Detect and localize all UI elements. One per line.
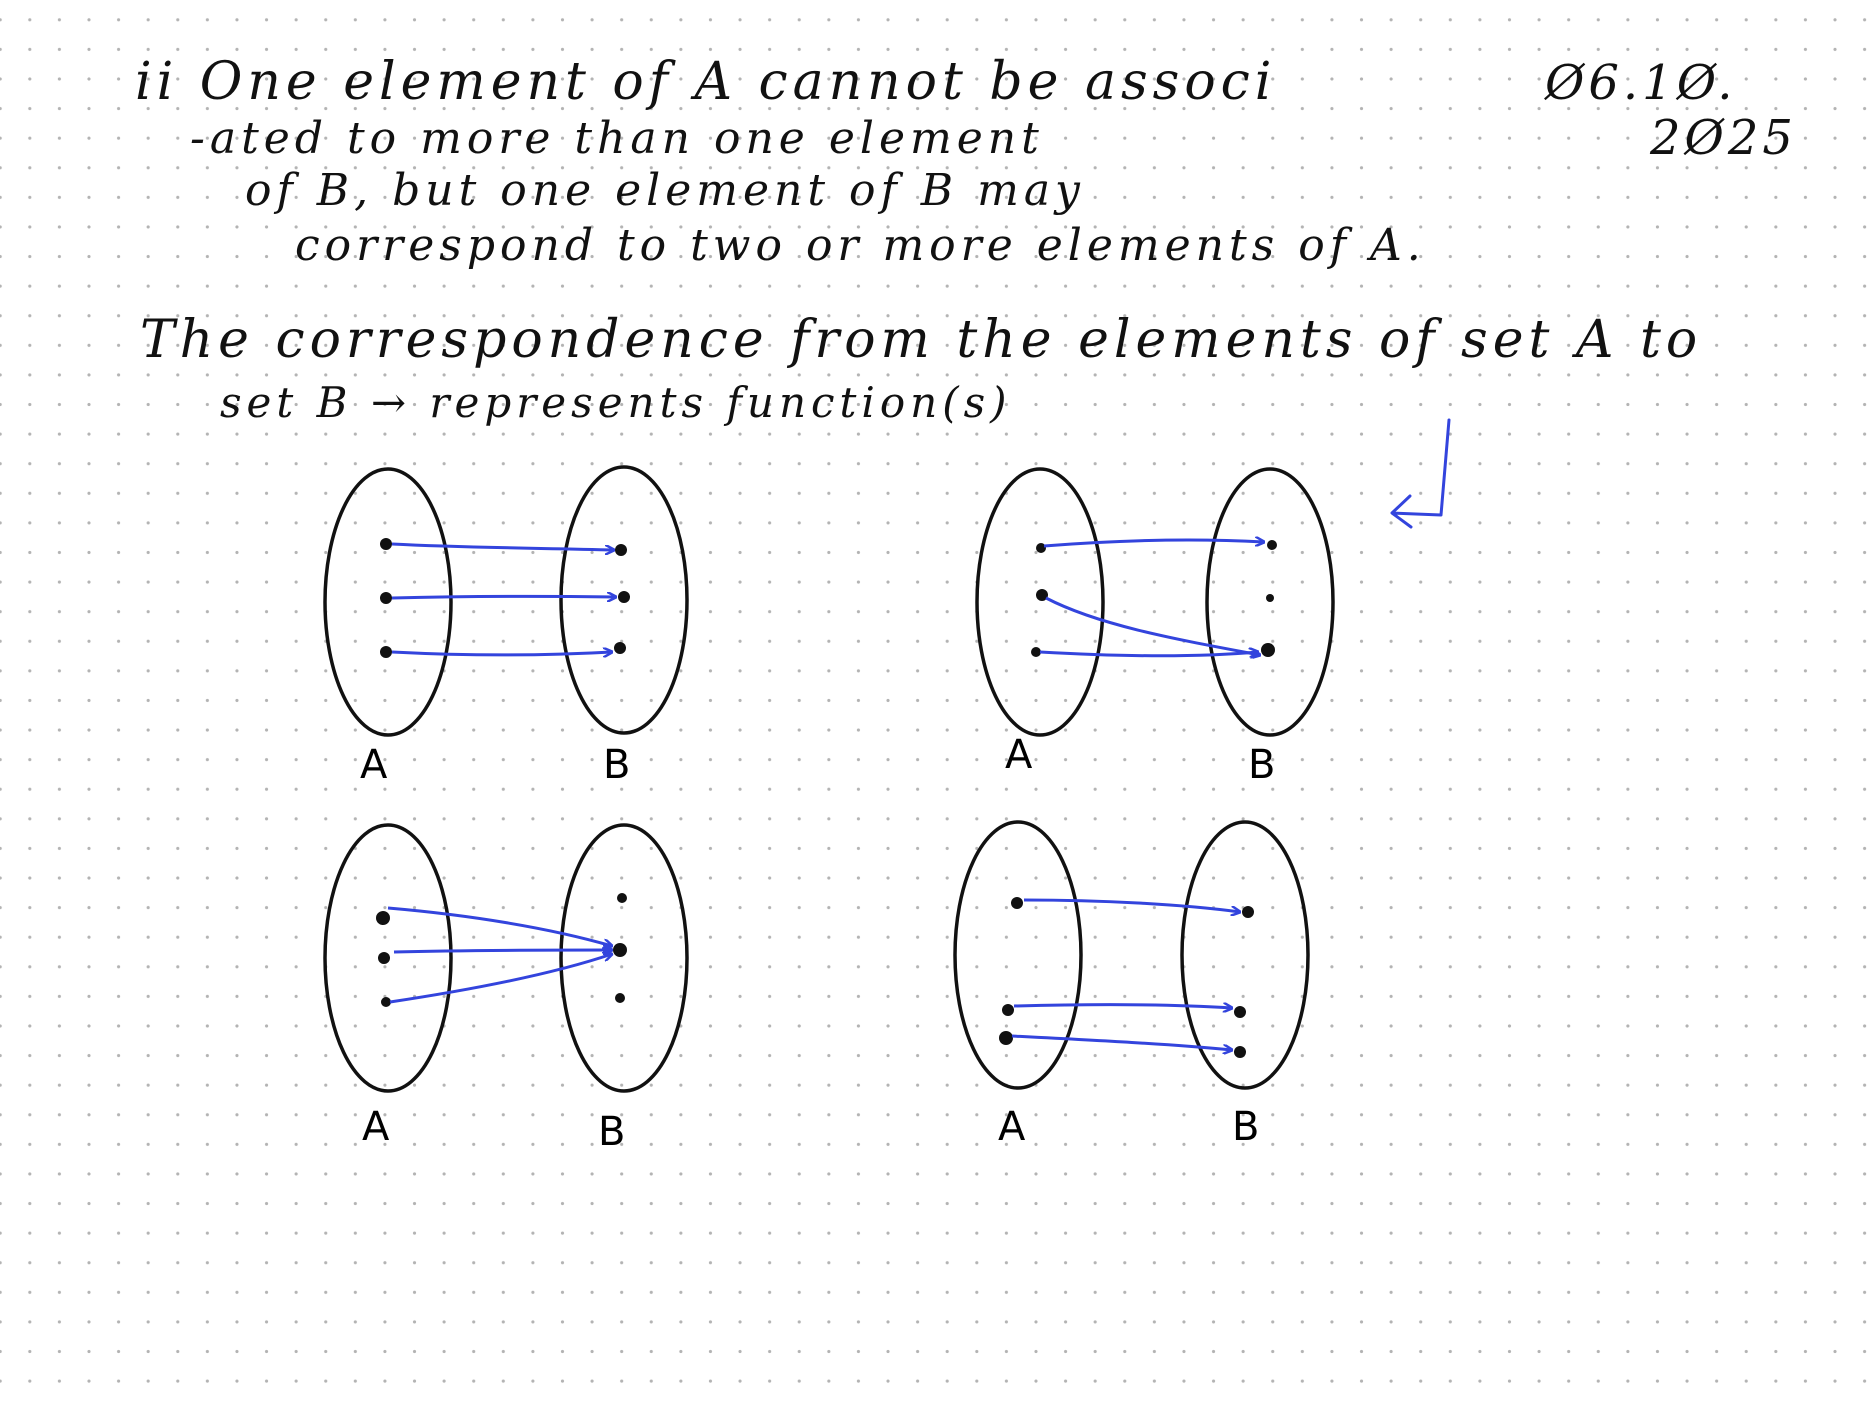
set-b-label: B <box>603 742 630 788</box>
element-dot <box>1242 906 1254 918</box>
set-a-label: A <box>362 1104 390 1150</box>
set-b-oval <box>1205 467 1335 737</box>
set-b-oval <box>559 823 689 1093</box>
element-dot <box>1261 643 1275 657</box>
element-dot <box>613 943 627 957</box>
set-b-label: B <box>1248 742 1275 788</box>
mapping-arrow <box>1013 1005 1232 1008</box>
element-dot <box>618 591 630 603</box>
mapping-arrow <box>393 950 612 952</box>
set-a-label: A <box>360 742 388 788</box>
set-b-oval <box>559 465 689 735</box>
text-line-5: The correspondence from the elements of … <box>140 310 1703 370</box>
element-dot <box>376 911 390 925</box>
set-a-oval <box>323 467 453 737</box>
diagram-into: A B <box>953 820 1310 1150</box>
element-dot <box>380 592 392 604</box>
element-dot <box>378 952 390 964</box>
pointer-arrow-icon <box>1390 418 1451 529</box>
text-line-3: of B, but one element of B may <box>245 165 1085 216</box>
element-dot <box>1036 589 1048 601</box>
mapping-arrow <box>1043 540 1264 548</box>
text-line-6: set B → represents function(s) <box>220 378 1012 427</box>
set-a-label: A <box>998 1104 1026 1150</box>
set-a-label: A <box>1005 732 1033 778</box>
set-b-label: B <box>598 1109 625 1155</box>
set-b-oval <box>1180 820 1310 1090</box>
diagram-many-to-one: A B <box>975 467 1335 788</box>
set-b-label: B <box>1232 1104 1259 1150</box>
element-dot <box>1266 594 1274 602</box>
mapping-arrow <box>391 596 616 598</box>
mapping-arrow <box>1023 898 1240 912</box>
element-dot <box>1011 897 1023 909</box>
element-dot <box>380 538 392 550</box>
set-a-oval <box>953 820 1083 1090</box>
element-dot <box>615 544 627 556</box>
element-dot <box>1031 647 1041 657</box>
mapping-arrow <box>1039 652 1258 656</box>
mapping-arrow <box>387 906 612 946</box>
mapping-arrow <box>1011 1034 1232 1050</box>
mapping-arrow <box>391 542 614 550</box>
element-dot <box>615 993 625 1003</box>
element-dot <box>617 893 627 903</box>
element-dot <box>1234 1046 1246 1058</box>
text-line-1: ii One element of A cannot be associ <box>135 52 1277 112</box>
mapping-arrow <box>1045 596 1260 655</box>
element-dot <box>1002 1004 1014 1016</box>
mapping-arrow <box>389 954 612 1004</box>
text-line-4: correspond to two or more elements of A. <box>295 220 1426 271</box>
text-line-2: -ated to more than one element <box>190 113 1044 164</box>
element-dot <box>614 642 626 654</box>
diagram-one-to-one: A B <box>323 465 689 788</box>
element-dot <box>999 1031 1013 1045</box>
diagram-all-to-one: A B <box>323 823 689 1155</box>
element-dot <box>1267 540 1277 550</box>
element-dot <box>1234 1006 1246 1018</box>
mapping-arrow <box>391 652 612 655</box>
set-a-oval <box>975 467 1105 737</box>
date-line-2: 2Ø25 <box>1650 110 1797 166</box>
element-dot <box>380 646 392 658</box>
element-dot <box>1036 543 1046 553</box>
element-dot <box>381 997 391 1007</box>
set-a-oval <box>323 823 453 1093</box>
date-line-1: Ø6.1Ø. <box>1545 55 1737 111</box>
